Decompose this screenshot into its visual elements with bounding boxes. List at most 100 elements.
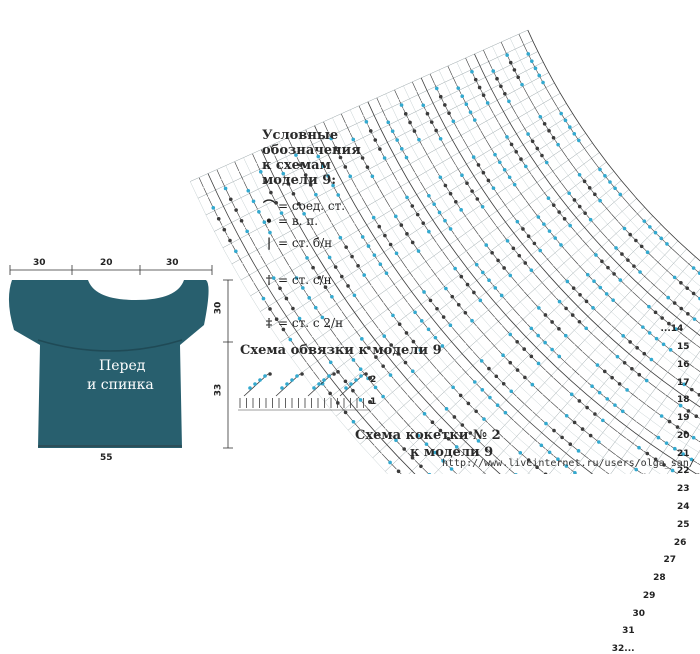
- chain-dot: [566, 280, 570, 284]
- chain-dot: [430, 120, 434, 124]
- chain-dot: [434, 336, 438, 340]
- chain-dot: [559, 112, 563, 116]
- row-arc: [386, 94, 700, 460]
- stitch-post: [531, 300, 538, 307]
- chain-dot: [584, 327, 588, 331]
- chain-dot: [454, 200, 458, 204]
- edging-chain-dot: [327, 374, 331, 378]
- chain-dot: [550, 320, 554, 324]
- chain-dot: [530, 268, 534, 272]
- stitch-post: [672, 249, 679, 256]
- chain-dot: [527, 234, 531, 238]
- chain-dot: [391, 129, 395, 133]
- yoke-row-number: 24: [677, 502, 690, 512]
- chain-dot: [334, 265, 338, 269]
- chain-dot: [405, 232, 409, 236]
- chain-dot: [557, 327, 561, 331]
- chain-dot: [686, 312, 690, 316]
- chain-dot: [420, 319, 424, 323]
- chain-dot: [621, 334, 625, 338]
- chain-dot: [474, 409, 478, 413]
- chain-dot: [618, 382, 622, 386]
- chain-dot: [291, 307, 295, 311]
- chain-dot: [657, 436, 661, 440]
- chain-dot: [585, 406, 589, 410]
- chain-dot: [481, 271, 485, 275]
- chain-dot: [350, 255, 354, 259]
- stitch-post: [461, 243, 467, 251]
- chain-dot: [539, 115, 543, 119]
- stitch-post: [375, 446, 382, 453]
- chain-dot: [443, 219, 447, 223]
- chain-dot: [435, 307, 439, 311]
- legend-item-treble-crochet: ‡= ст. с 2/н: [260, 316, 343, 330]
- stitch-post: [582, 240, 589, 247]
- chain-dot: [523, 376, 527, 380]
- dim-top-middle: 20: [100, 258, 113, 268]
- chain-dot: [642, 219, 646, 223]
- chain-dot: [509, 61, 513, 65]
- chain-dot: [577, 139, 581, 143]
- stitch-post: [560, 274, 567, 281]
- chain-dot: [402, 447, 406, 451]
- stitch-post: [336, 268, 341, 276]
- chain-dot: [605, 292, 609, 296]
- chain-dot: [538, 249, 542, 253]
- stitch-post: [448, 66, 452, 75]
- chain-dot: [262, 297, 266, 301]
- chain-dot: [650, 358, 654, 362]
- watermark-url: http://www.liveinternet.ru/users/olga_sa…: [442, 458, 695, 469]
- stitch-post: [467, 252, 473, 260]
- chain-dot: [660, 414, 664, 418]
- chain-dot: [452, 120, 456, 124]
- chain-dot: [353, 293, 357, 297]
- yoke-row-number: 29: [643, 591, 656, 601]
- chain-dot: [503, 92, 507, 96]
- chain-dot: [361, 156, 365, 160]
- chain-dot: [533, 242, 537, 246]
- stitch-post: [455, 235, 461, 243]
- stitch-post: [520, 192, 526, 200]
- chain-dot: [567, 191, 571, 195]
- yoke-row-number: 16: [677, 360, 690, 370]
- stitch-post: [555, 175, 561, 183]
- stitch-post: [629, 205, 636, 212]
- chain-dot: [383, 234, 387, 238]
- stitch-post: [546, 371, 553, 378]
- chain-dot: [498, 160, 502, 164]
- chain-dot: [369, 129, 373, 133]
- legend-item-text: = ст. с/н: [278, 273, 332, 287]
- stitch-post: [395, 90, 399, 99]
- chain-dot: [568, 125, 572, 129]
- stitch-post: [437, 369, 444, 376]
- chain-dot: [382, 334, 386, 338]
- chain-dot: [598, 199, 602, 203]
- edging-chain-dot: [359, 374, 363, 378]
- chain-dot: [459, 208, 463, 212]
- chain-dot: [507, 99, 511, 103]
- stitch-post: [524, 292, 531, 299]
- chain-dot: [548, 229, 552, 233]
- stitch-post: [647, 405, 655, 411]
- chain-dot: [417, 138, 421, 142]
- chain-dot: [408, 121, 412, 125]
- legend-title-line: к схемам: [262, 158, 361, 173]
- dim-top-right: 30: [166, 258, 179, 268]
- chain-dot: [589, 218, 593, 222]
- chain-dot: [646, 250, 650, 254]
- stitch-post: [593, 335, 600, 342]
- stitch-post: [622, 309, 629, 316]
- stitch-post: [651, 282, 658, 289]
- chain-dot: [419, 464, 423, 468]
- chain-dot: [581, 427, 585, 431]
- edging-chain-dot: [280, 386, 284, 390]
- stitch-post: [637, 422, 645, 428]
- chain-dot: [518, 451, 522, 455]
- chain-dot: [391, 314, 395, 318]
- stitch-post: [607, 239, 614, 246]
- chain-dot: [405, 196, 409, 200]
- stitch-post: [430, 361, 437, 369]
- chain-dot: [453, 267, 457, 271]
- chain-dot: [400, 103, 404, 107]
- chain-dot: [360, 337, 364, 341]
